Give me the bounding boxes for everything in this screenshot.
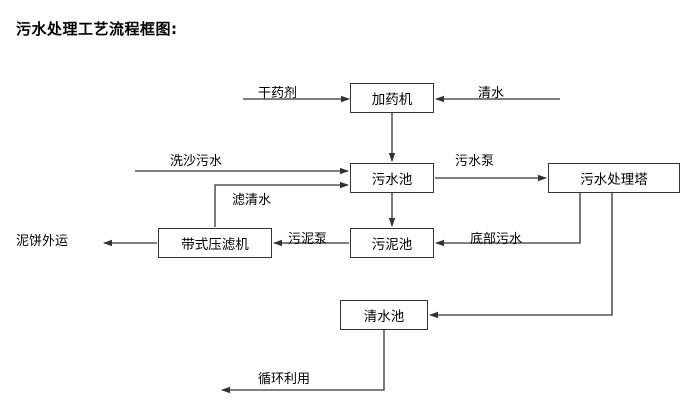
- edge-tower-to-clean-water-pool: [429, 193, 613, 319]
- node-wastewater-pool-label: 污水池: [371, 172, 413, 188]
- edge-label-sewage-pump: 污水泵: [455, 154, 495, 169]
- node-dosing-machine-label: 加药机: [371, 92, 413, 108]
- edge-label-sludge-pump: 污泥泵: [288, 232, 328, 247]
- node-treatment-tower-label: 污水处理塔: [580, 172, 648, 188]
- node-belt-filter-press-label: 带式压滤机: [181, 237, 249, 253]
- node-clean-water-pool-label: 清水池: [363, 309, 405, 325]
- node-sludge-pool-label: 污泥池: [371, 237, 413, 253]
- terminal-clean-water-input: 清水: [478, 86, 505, 101]
- node-belt-filter-press[interactable]: 带式压滤机: [158, 228, 272, 258]
- node-dosing-machine[interactable]: 加药机: [350, 83, 434, 113]
- node-clean-water-pool[interactable]: 清水池: [340, 300, 428, 330]
- node-treatment-tower[interactable]: 污水处理塔: [548, 163, 680, 193]
- edge-label-recycle-reuse: 循环利用: [258, 372, 311, 387]
- terminal-mud-cake-transport: 泥饼外运: [16, 234, 69, 249]
- terminal-sand-wash-sewage: 洗沙污水: [170, 154, 223, 169]
- node-wastewater-pool[interactable]: 污水池: [350, 163, 434, 193]
- node-sludge-pool[interactable]: 污泥池: [350, 228, 434, 258]
- page-title: 污水处理工艺流程框图:: [16, 20, 178, 38]
- terminal-dry-chemical: 干药剂: [258, 86, 298, 101]
- edge-label-bottom-sewage: 底部污水: [470, 232, 523, 247]
- edge-label-filtered-clear-water: 滤清水: [232, 193, 272, 208]
